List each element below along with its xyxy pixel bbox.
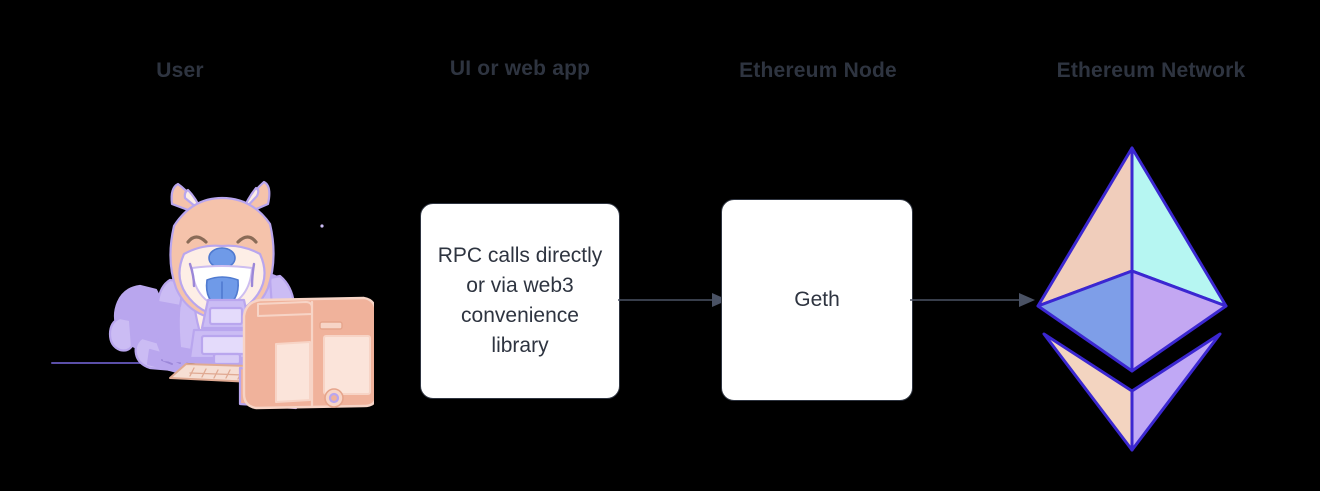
column-heading-ui-or-web-app: UI or web app: [449, 57, 591, 80]
shiba-inu-at-computer-icon: [51, 180, 378, 410]
user-illustration: [44, 168, 378, 414]
ethereum-logo: [1032, 143, 1232, 455]
column-heading-ethereum-node: Ethereum Node: [739, 59, 897, 82]
arrow-rpc-to-geth: [618, 293, 728, 307]
ethereum-diamond-icon: [1036, 146, 1228, 452]
process-box-rpc-calls-label: RPC calls directly or via web3 convenien…: [437, 244, 603, 357]
process-box-geth-label: Geth: [794, 288, 840, 312]
process-box-rpc-calls[interactable]: RPC calls directly or via web3 convenien…: [420, 203, 620, 399]
column-heading-user: User: [156, 59, 204, 82]
process-box-geth[interactable]: Geth: [721, 199, 913, 401]
column-heading-ethereum-network: Ethereum Network: [1056, 59, 1246, 82]
arrow-geth-to-ethereum-network: [910, 293, 1035, 307]
